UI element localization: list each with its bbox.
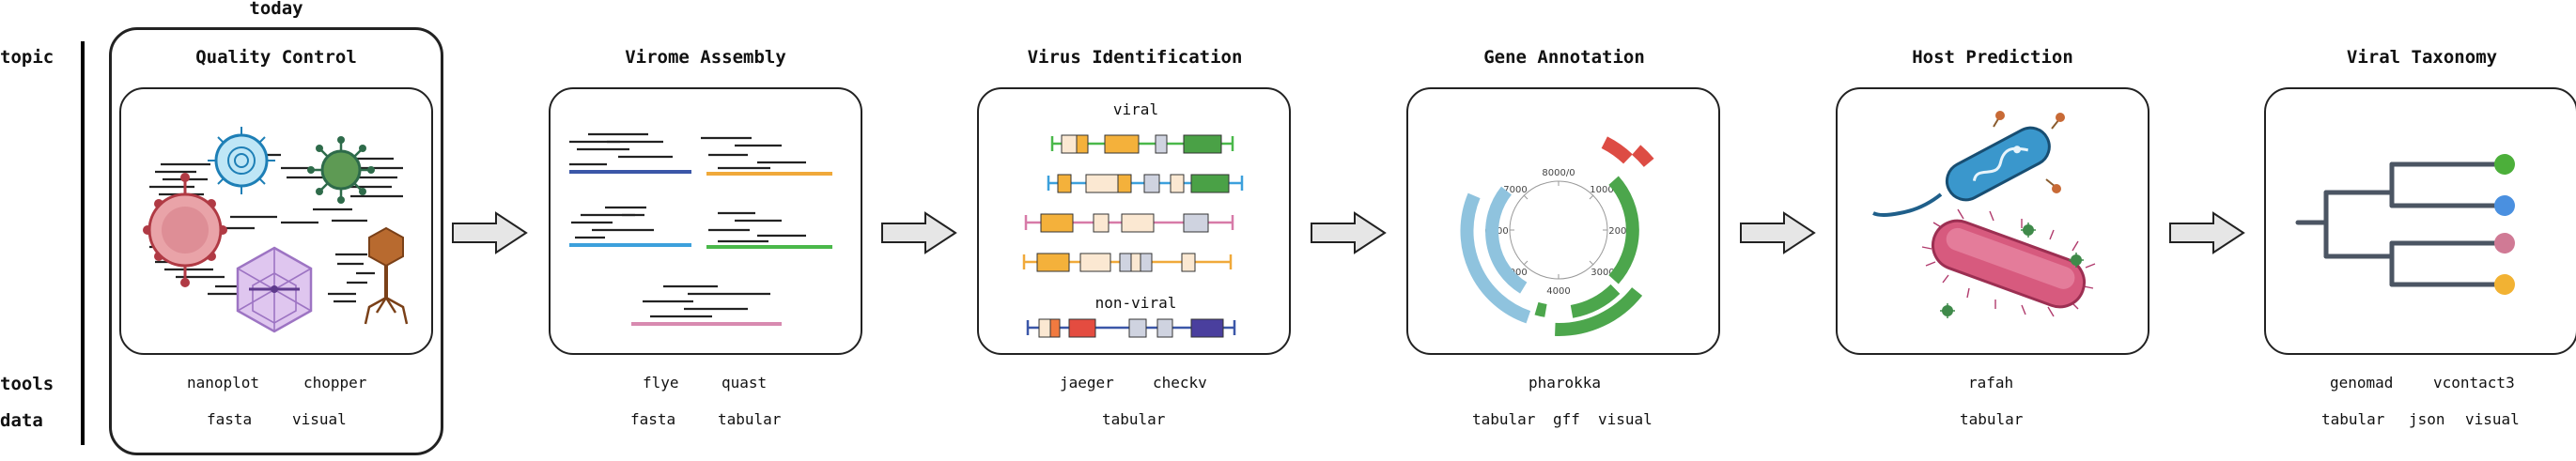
genome-map (1047, 174, 1244, 193)
data-tabular: tabular (718, 410, 782, 428)
tree-tip (2494, 233, 2515, 254)
host-prediction-panel (1836, 87, 2149, 355)
green-virus-icon (307, 136, 375, 204)
genome-tick-label: 8000/0 (1542, 168, 1575, 178)
data-tabular: tabular (1102, 410, 1166, 428)
gene-annotation-panel: 8000/0 1000 2000 3000 4000 5000 6000 700… (1406, 87, 1720, 355)
bacteriophage-icon (364, 226, 409, 325)
data-visual: visual (1598, 410, 1653, 428)
row-label-divider (81, 41, 85, 445)
host-bacteria-illustration (1872, 111, 2096, 318)
blue-bacterium-icon (1872, 111, 2065, 217)
data-visual: visual (2465, 410, 2520, 428)
tool-jaeger: jaeger (1060, 374, 1114, 392)
tree-tip (2494, 195, 2515, 216)
coronavirus-icon (143, 173, 227, 287)
row-label-data: data (0, 410, 43, 431)
tool-vcontact3: vcontact3 (2433, 374, 2515, 392)
label-non-viral: non-viral (1094, 294, 1177, 312)
tool-chopper: chopper (303, 374, 367, 392)
row-label-topic: topic (0, 47, 54, 68)
data-json: json (2409, 410, 2445, 428)
tool-nanoplot: nanoplot (187, 374, 260, 392)
flow-arrow-icon (1311, 211, 1387, 254)
genome-tick-label: 1000 (1590, 185, 1613, 195)
phylogenetic-tree-illustration (2295, 154, 2515, 295)
tool-checkv: checkv (1153, 374, 1207, 392)
data-fasta: fasta (630, 410, 676, 428)
flow-arrow-icon (1740, 211, 1816, 254)
virus-identification-panel: viral non-viral (977, 87, 1291, 355)
stage-title-virus-identification: Virus Identification (1027, 47, 1243, 68)
icosahedral-virus-icon (236, 246, 313, 333)
data-fasta: fasta (207, 410, 253, 428)
red-bacterium-icon (1921, 208, 2096, 317)
gene-arc (1555, 287, 1643, 336)
stage-title-quality-control: Quality Control (195, 47, 357, 68)
tool-rafah: rafah (1968, 374, 2014, 392)
flow-arrow-icon (881, 211, 957, 254)
genome-map (1024, 213, 1234, 233)
data-gff: gff (1553, 410, 1580, 428)
genome-tick-label: 4000 (1546, 286, 1570, 297)
stage-title-virome-assembly: Virome Assembly (625, 47, 786, 68)
stage-title-host-prediction: Host Prediction (1912, 47, 2073, 68)
today-label: today (249, 0, 303, 19)
gene-arc (1534, 301, 1547, 317)
spiky-blue-virus-icon (208, 127, 275, 194)
label-viral: viral (1112, 100, 1159, 118)
gene-arc (1632, 145, 1654, 167)
genome-tick-label: 2000 (1608, 226, 1632, 237)
tool-pharokka: pharokka (1529, 374, 1602, 392)
genome-map (1050, 134, 1234, 154)
genome-tick-label: 3000 (1591, 268, 1614, 278)
data-tabular: tabular (1960, 410, 2024, 428)
genome-map (1022, 253, 1233, 272)
gene-arc (1570, 284, 1621, 318)
genome-tick-label: 7000 (1503, 185, 1527, 195)
tool-flye: flye (643, 374, 679, 392)
data-tabular: tabular (1472, 410, 1536, 428)
flow-arrow-icon (2169, 211, 2245, 254)
today-highlight-frame (109, 27, 443, 455)
genome-tick-label: 5000 (1503, 268, 1527, 278)
gene-arc (1485, 186, 1528, 294)
row-label-tools: tools (0, 374, 54, 394)
gene-arc (1460, 192, 1531, 324)
circular-genome-map-illustration: 8000/0 1000 2000 3000 4000 5000 6000 700… (1460, 136, 1654, 336)
quality-control-panel (119, 87, 433, 355)
assembled-contigs-illustration (569, 132, 832, 326)
flow-arrow-icon (452, 211, 528, 254)
data-tabular: tabular (2321, 410, 2385, 428)
tree-tip (2494, 154, 2515, 175)
tool-quast: quast (722, 374, 768, 392)
stage-title-viral-taxonomy: Viral Taxonomy (2346, 47, 2498, 68)
virome-assembly-panel (549, 87, 862, 355)
tree-tip (2494, 274, 2515, 295)
genome-map (1026, 318, 1236, 338)
tool-genomad: genomad (2330, 374, 2394, 392)
gene-arc (1601, 136, 1633, 164)
stage-title-gene-annotation: Gene Annotation (1483, 47, 1645, 68)
gene-arc (1608, 176, 1639, 284)
genome-maps-illustration (1022, 134, 1244, 338)
data-visual: visual (292, 410, 347, 428)
viral-taxonomy-panel (2264, 87, 2576, 355)
reads-and-viruses-illustration (143, 127, 409, 333)
